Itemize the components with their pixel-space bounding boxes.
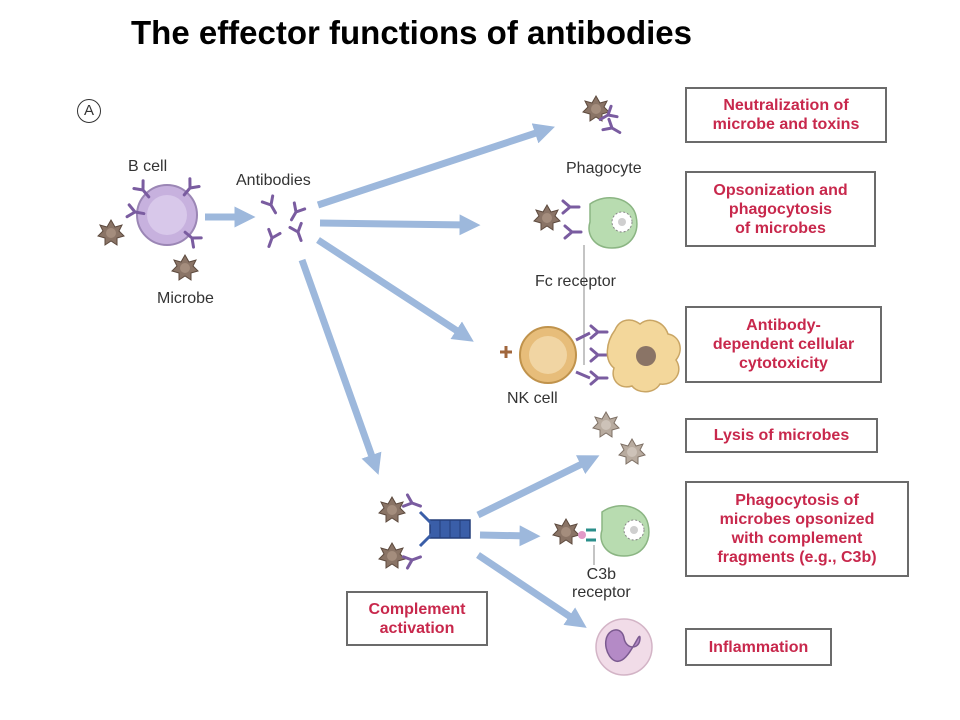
complement-activation-box: Complement activation [346,591,488,646]
arrow-to-opsonization [319,214,481,236]
microbe-icon [618,438,646,465]
microbe-icon [97,219,125,246]
b-cell-label: B cell [128,158,168,175]
microbe-icon [533,204,561,231]
phagocyte-icon [588,197,638,249]
outcome-opsonization: Opsonization and phagocytosis of microbe… [685,171,876,247]
arrow-to-c3b-phagocytosis [479,525,541,547]
target-cell [606,319,681,393]
page-title: The effector functions of antibodies [131,14,693,51]
microbe-icon [592,411,620,438]
phagocyte-label: Phagocyte [566,160,642,177]
microbe-icon [552,518,580,545]
nk-cell-label: NK cell [507,390,558,407]
phagocyte-icon [600,505,650,557]
arrow-to-inflammation [476,552,587,628]
complement-cluster [378,493,471,570]
arrow-to-lysis [476,455,600,519]
arrow-to-adcc [316,237,474,342]
flow-arrows [205,123,600,628]
inflammatory-cell [595,618,653,676]
arrow-to-neutralization [316,123,555,209]
outcome-neutralization: Neutralization of microbe and toxins [685,87,887,143]
outcome-lysis: Lysis of microbes [685,418,878,453]
fc-receptor-label: Fc receptor [535,273,616,290]
panel-label: A [77,99,101,123]
free-antibodies [260,194,309,251]
microbe-label: Microbe [157,290,214,307]
c3b-receptor-label: C3b receptor [572,566,631,601]
outcome-inflammation: Inflammation [685,628,832,666]
arrow-to-complement [298,258,382,475]
b-cell [125,177,203,249]
microbe-icon [171,254,199,281]
outcome-complement-phagocytosis: Phagocytosis of microbes opsonized with … [685,481,909,577]
antibodies-label: Antibodies [236,172,311,189]
outcome-adcc: Antibody- dependent cellular cytotoxicit… [685,306,882,383]
nk-cell [500,326,591,384]
